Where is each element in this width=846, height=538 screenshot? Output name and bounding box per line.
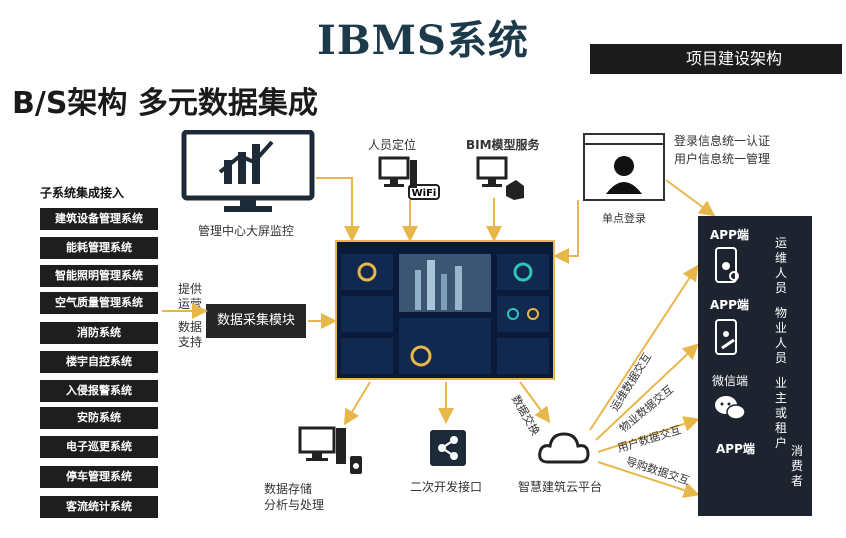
role-consumer: 消费者 <box>790 444 803 488</box>
arrow-storage <box>343 381 371 426</box>
login-label-2: 用户信息统一管理 <box>674 152 771 166</box>
storage-label-2: 分析与处理 <box>264 498 325 512</box>
monitor-icon <box>181 130 315 212</box>
subsystem-heading: 子系统集成接入 <box>40 186 125 200</box>
client-wechat: 微信端 <box>712 374 749 388</box>
phone-tool-icon <box>715 319 737 355</box>
subsystem-item: 安防系统 <box>40 407 158 429</box>
cloud-label: 智慧建筑云平台 <box>518 480 603 494</box>
subtitle: B/S架构 多元数据集成 <box>12 86 318 121</box>
subsystem-item: 客流统计系统 <box>40 496 158 518</box>
arrow-cloud <box>519 381 551 424</box>
arrow-sso <box>553 200 579 264</box>
phone-icon <box>715 247 739 283</box>
role-ops: 运维人员 <box>774 236 787 295</box>
banner: 项目建设架构 <box>590 44 842 74</box>
client-app-3: APP端 <box>716 442 755 456</box>
client-app-2: APP端 <box>710 298 749 312</box>
dashboard-screen <box>335 240 555 380</box>
client-app-1: APP端 <box>710 228 749 242</box>
subsystem-item: 空气质量管理系统 <box>40 292 158 314</box>
bim-computer-icon <box>476 156 524 200</box>
subsystem-item: 停车管理系统 <box>40 466 158 488</box>
support-label: 支持 <box>178 335 203 349</box>
computer-icon <box>378 156 417 188</box>
subsystem-item: 能耗管理系统 <box>40 237 158 259</box>
cloud-icon <box>538 432 590 464</box>
arrow-property-interaction <box>595 343 699 441</box>
arrow-monitor <box>316 177 360 242</box>
wechat-icon <box>715 396 746 420</box>
provide-label: 提供 <box>178 282 203 296</box>
sso-label: 单点登录 <box>602 212 646 225</box>
share-icon <box>430 430 466 466</box>
subsystem-item: 消防系统 <box>40 322 158 344</box>
page-title: IBMS系统 <box>317 17 529 64</box>
arrow-login-right <box>665 179 716 217</box>
subsystem-item: 楼宇自控系统 <box>40 351 158 373</box>
login-label-1: 登录信息统一认证 <box>674 134 771 148</box>
api-label: 二次开发接口 <box>410 480 483 494</box>
monitor-label: 管理中心大屏监控 <box>198 224 295 238</box>
arrow-shopping-interaction <box>597 461 700 498</box>
subsystem-item: 智能照明管理系统 <box>40 265 158 287</box>
arrow-ops-interaction <box>589 264 699 431</box>
storage-icon <box>298 426 362 474</box>
role-owner: 业主或租户 <box>774 376 787 450</box>
storage-label-1: 数据存储 <box>264 482 313 496</box>
personnel-label: 人员定位 <box>368 138 417 152</box>
data-label: 数据 <box>178 320 203 334</box>
arrow-user-interaction <box>597 416 700 453</box>
subsystem-item: 电子巡更系统 <box>40 436 158 458</box>
dashboard-preview <box>341 254 549 374</box>
user-login-icon <box>583 133 665 201</box>
wifi-badge: WiFi <box>408 184 440 200</box>
subsystem-item: 建筑设备管理系统 <box>40 208 158 230</box>
data-collection-module: 数据采集模块 <box>206 304 306 338</box>
role-property: 物业人员 <box>774 306 787 365</box>
bim-label: BIM模型服务 <box>466 138 540 152</box>
subsystem-item: 入侵报警系统 <box>40 380 158 402</box>
